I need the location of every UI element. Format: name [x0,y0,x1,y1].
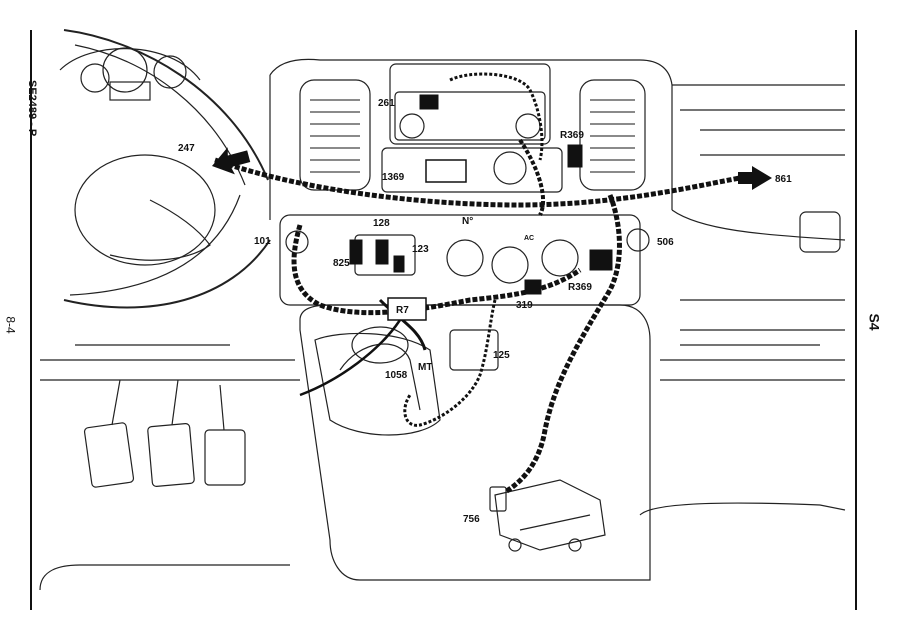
callout-r369-top: R369 [560,130,584,141]
arrow-247-icon [212,147,251,175]
callout-ac: AC [524,235,534,242]
callout-n: N° [462,216,473,227]
dashboard-outline [39,29,846,591]
callout-r369-right: R369 [568,282,592,293]
callout-1058: 1058 [385,370,408,381]
callout-319: 319 [516,300,533,311]
callout-261: 261 [378,98,395,109]
callout-125: 125 [493,350,510,361]
callout-128: 128 [373,218,390,229]
arrow-861-icon [738,166,772,190]
callout-123: 123 [412,244,429,255]
callout-756: 756 [463,514,480,525]
callout-247: 247 [178,143,195,154]
callout-mt: MT [418,362,432,373]
callout-825: 825 [333,258,350,269]
callout-r7: R7 [396,305,409,316]
callout-506: 506 [657,237,674,248]
callout-861: 861 [775,174,792,185]
callout-101: 101 [254,236,271,247]
callout-1369: 1369 [382,172,405,183]
wiring-harness [214,72,741,495]
